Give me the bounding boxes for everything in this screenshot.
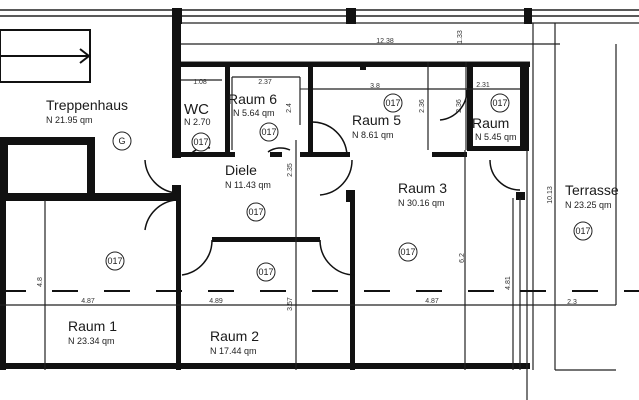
room-name: Raum 1 — [68, 318, 117, 334]
room-raum1: Raum 1 N 23.34 qm 017 — [68, 251, 125, 346]
dimension-label: 2.35 — [287, 163, 294, 177]
room-tag: 017 — [107, 256, 122, 266]
room-tag-circle — [105, 251, 125, 271]
room-raum6: Raum 6 N 5.64 qm 017 — [228, 91, 279, 142]
room-raum5: Raum 5 N 8.61 qm 017 — [352, 93, 403, 140]
dimension-label: 10.13 — [547, 186, 554, 204]
dimension-label: 4.81 — [505, 276, 512, 290]
room-area: N 2.70 — [184, 117, 211, 127]
room-tag: 017 — [575, 226, 590, 236]
top-facade-lines — [0, 9, 639, 90]
dimension-label: 12.38 — [376, 38, 394, 45]
room-area: N 11.43 qm — [225, 180, 271, 190]
dimension-label: 2.36 — [419, 99, 426, 113]
room-name: Raum — [472, 115, 509, 131]
room-tag-circle — [259, 122, 279, 142]
room-area: N 8.61 qm — [352, 130, 394, 140]
walls — [0, 8, 532, 370]
room-name: Terrasse — [565, 182, 619, 198]
room-tag: 017 — [385, 98, 400, 108]
room-name: Raum 5 — [352, 112, 401, 128]
room-tag-circle — [256, 262, 276, 282]
room-tag: 017 — [258, 267, 273, 277]
dimension-label: 4.87 — [81, 298, 95, 305]
room-treppenhaus: Treppenhaus N 21.95 qm G — [46, 97, 132, 151]
room-area: N 23.34 qm — [68, 336, 115, 346]
room-raum2: Raum 2 N 17.44 qm 017 — [210, 262, 276, 356]
dimension-label: 2.31 — [476, 82, 490, 89]
room-raum3: Raum 3 N 30.16 qm 017 — [398, 180, 447, 262]
room-tag-circle — [383, 93, 403, 113]
room-tag: G — [118, 136, 125, 146]
room-area: N 5.45 qm — [475, 132, 517, 142]
room-area: N 21.95 qm — [46, 115, 93, 125]
room-tag: 017 — [492, 98, 507, 108]
dimension-labels: 12.38 1.33 1.08 2.37 2.4 3.8 2.36 2.31 2… — [37, 30, 577, 311]
dimension-label: 1.33 — [457, 30, 464, 44]
stair-arrow — [0, 29, 91, 83]
room-labels: Treppenhaus N 21.95 qm G WC N 2.70 017 R… — [46, 91, 619, 356]
room-area: N 30.16 qm — [398, 198, 445, 208]
room-tag-circle — [246, 202, 266, 222]
room-tag-circle — [573, 221, 593, 241]
room-tag: 017 — [193, 137, 208, 147]
dimension-label: 2.36 — [456, 99, 463, 113]
room-name: Raum 2 — [210, 328, 259, 344]
door-swings — [144, 89, 521, 276]
dimension-label: 2.4 — [286, 103, 293, 113]
dimension-label: 2.37 — [258, 79, 272, 86]
dimension-label: 3.57 — [287, 297, 294, 311]
room-tag-circle — [398, 242, 418, 262]
room-name: Raum 6 — [228, 91, 277, 107]
room-name: Raum 3 — [398, 180, 447, 196]
room-diele: Diele N 11.43 qm 017 — [225, 162, 271, 222]
dimension-label: 1.08 — [193, 79, 207, 86]
room-area: N 23.25 qm — [565, 200, 612, 210]
room-name: WC — [184, 101, 209, 118]
room-terrasse: Terrasse N 23.25 qm 017 — [565, 182, 619, 241]
interior-lines — [0, 23, 617, 400]
room-name: Treppenhaus — [46, 97, 128, 113]
room-tag-circle — [490, 93, 510, 113]
room-tag: 017 — [400, 247, 415, 257]
dimension-label: 4.87 — [425, 298, 439, 305]
room-tag-circle — [191, 132, 211, 152]
room-tag: 017 — [248, 207, 263, 217]
dimension-label: 4.8 — [37, 277, 44, 287]
room-tag: 017 — [261, 127, 276, 137]
room-tag-circle — [112, 131, 132, 151]
dimension-label: 6.2 — [459, 253, 466, 263]
dimension-label: 4.89 — [209, 298, 223, 305]
room-area: N 5.64 qm — [233, 108, 275, 118]
room-name: Diele — [225, 162, 257, 178]
dimension-label: 2.3 — [567, 299, 577, 306]
dimension-label: 3.8 — [370, 83, 380, 90]
room-area: N 17.44 qm — [210, 346, 257, 356]
room-wc: WC N 2.70 017 — [184, 101, 211, 152]
room-raum4: Raum N 5.45 qm 017 — [472, 93, 517, 142]
